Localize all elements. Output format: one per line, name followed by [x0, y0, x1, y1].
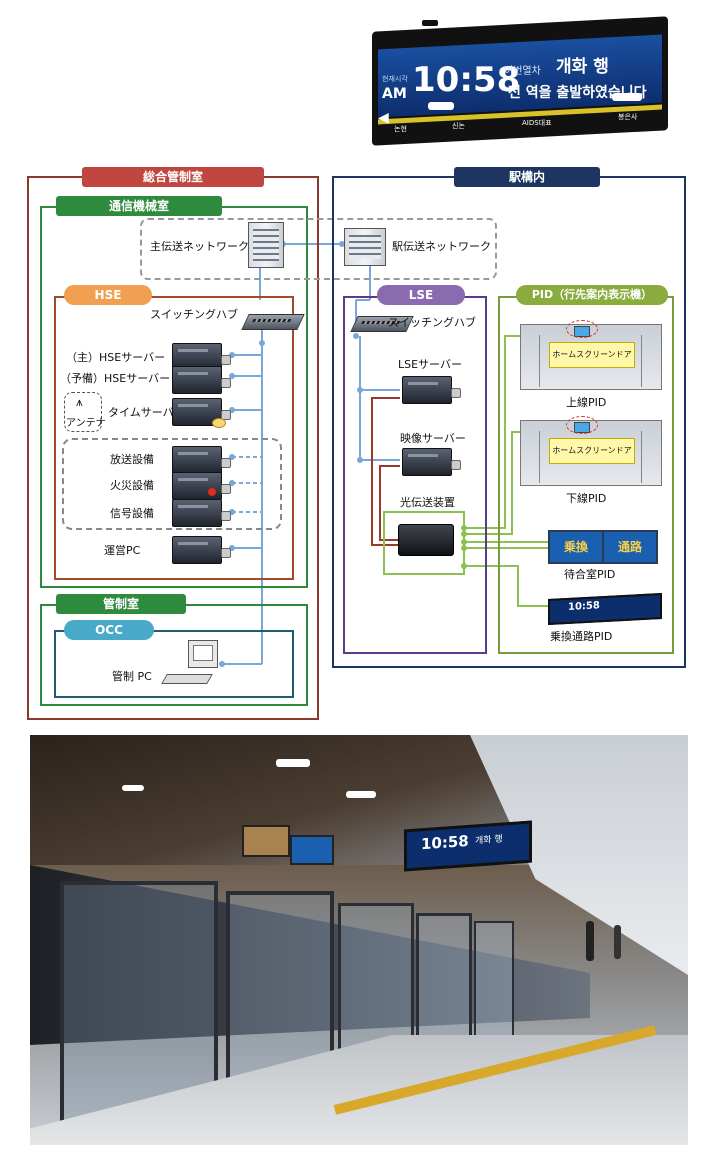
- control-pc-label: 管制 PC: [112, 670, 152, 683]
- optical-label: 光伝送装置: [400, 496, 455, 509]
- lse-title: LSE: [377, 285, 465, 305]
- clock-disc-icon: [212, 418, 226, 428]
- control-room-sub-title: 管制室: [56, 594, 186, 614]
- clock-label: 현재시각: [382, 75, 408, 83]
- ampm: AM: [382, 86, 407, 102]
- signal-server: [172, 499, 231, 527]
- station-network-label: 駅伝送ネットワーク: [392, 240, 491, 253]
- station-4: 봉은사: [618, 113, 638, 121]
- station-3: AIDS대표: [522, 119, 552, 127]
- hse-backup-server: [172, 366, 231, 394]
- info-screen: [290, 835, 334, 865]
- ceiling-light: [346, 791, 376, 798]
- waiting-pid-right: 通路: [602, 530, 658, 564]
- time-server: [172, 398, 231, 426]
- transfer-pid-label: 乗換通路PID: [550, 630, 613, 643]
- main-network-rack: [248, 222, 284, 268]
- station-1: 논현: [394, 125, 407, 133]
- hse-switch-label: スイッチングハブ: [150, 308, 238, 321]
- destination: 개화 행: [556, 57, 609, 77]
- down-pid-label: 下線PID: [566, 492, 607, 505]
- fire-server: [172, 472, 231, 500]
- station-2: 신논: [452, 122, 465, 130]
- network-box: [140, 218, 497, 280]
- control-room-title: 総合管制室: [82, 167, 264, 187]
- up-screen-door-label: ホームスクリーンドア: [549, 342, 635, 368]
- operation-pc-label: 運営PC: [104, 544, 141, 557]
- pid-title: PID（行先案内表示機）: [516, 285, 668, 305]
- overhead-pid-sign: 10:58 개화 행: [404, 820, 532, 872]
- broadcast-label: 放送設備: [110, 453, 154, 466]
- up-line-screen-door: ホームスクリーンドア: [520, 324, 662, 390]
- hse-title: HSE: [64, 285, 152, 305]
- passenger: [586, 921, 594, 961]
- ceiling-light: [122, 785, 144, 791]
- transfer-pid-time: 10:58: [568, 600, 600, 613]
- left-arrow-icon: ◀: [378, 110, 389, 126]
- monitor-icon: [188, 640, 218, 668]
- antenna-icon: ⩚: [76, 395, 83, 409]
- main-network-label: 主伝送ネットワーク: [150, 240, 249, 253]
- station-title: 駅構内: [454, 167, 600, 187]
- video-server-label: 映像サーバー: [400, 432, 466, 445]
- down-pid-highlight: [566, 416, 598, 434]
- external-equipment-box: [62, 438, 282, 530]
- arrival-message: 전 역을 출발하였습니다: [508, 85, 647, 101]
- optical-transmission-device: [398, 524, 454, 556]
- video-server: [402, 448, 461, 476]
- waiting-pid-left: 乗換: [548, 530, 604, 564]
- hse-server-main-label: （主）HSEサーバー: [66, 351, 166, 364]
- lse-server: [402, 376, 461, 404]
- hse-switching-hub: [241, 314, 305, 330]
- sign-time: 10:58: [421, 831, 469, 854]
- down-screen-door-label: ホームスクリーンドア: [549, 438, 635, 464]
- advertisement-panel: [242, 825, 290, 857]
- comm-room-title: 通信機械室: [56, 196, 222, 216]
- down-line-screen-door: ホームスクリーンドア: [520, 420, 662, 486]
- passenger: [614, 925, 621, 959]
- clock-time: 10:58: [412, 60, 521, 100]
- mount-bracket: [422, 20, 438, 26]
- operation-pc: [172, 536, 231, 564]
- time-server-label: タイムサーバー: [108, 406, 185, 419]
- lse-switch-label: スイッチングハブ: [388, 316, 476, 329]
- antenna-label: アンテナ: [66, 418, 106, 429]
- waiting-pid-label: 待合室PID: [564, 568, 616, 581]
- alarm-icon: [208, 488, 216, 496]
- signal-label: 信号設備: [110, 507, 154, 520]
- system-diagram: 総合管制室 通信機械室 主伝送ネットワーク 駅伝送ネットワーク HSE スイッチ…: [0, 0, 709, 725]
- train-icon: [428, 102, 454, 110]
- antenna-box: [64, 392, 102, 432]
- hse-server-backup-label: （予備）HSEサーバー: [60, 372, 171, 385]
- train-label: 이번열차: [504, 66, 541, 77]
- up-pid-label: 上線PID: [566, 396, 607, 409]
- occ-title: OCC: [64, 620, 154, 640]
- platform-photo: 10:58 개화 행: [30, 735, 688, 1145]
- top-pid-display: 현재시각 AM 10:58 이번열차 개화 행 전 역을 출발하였습니다 ◀ 논…: [372, 16, 668, 146]
- fire-label: 火災設備: [110, 479, 154, 492]
- ceiling-light: [276, 759, 310, 767]
- occ-box: [54, 630, 294, 698]
- hse-box: [54, 296, 294, 580]
- station-network-rack: [344, 228, 386, 266]
- broadcast-server: [172, 446, 231, 474]
- keyboard-icon: [161, 674, 213, 684]
- up-pid-highlight: [566, 320, 598, 338]
- sign-destination: 개화 행: [475, 834, 503, 847]
- lse-server-label: LSEサーバー: [398, 358, 462, 371]
- train-icon: [612, 93, 642, 101]
